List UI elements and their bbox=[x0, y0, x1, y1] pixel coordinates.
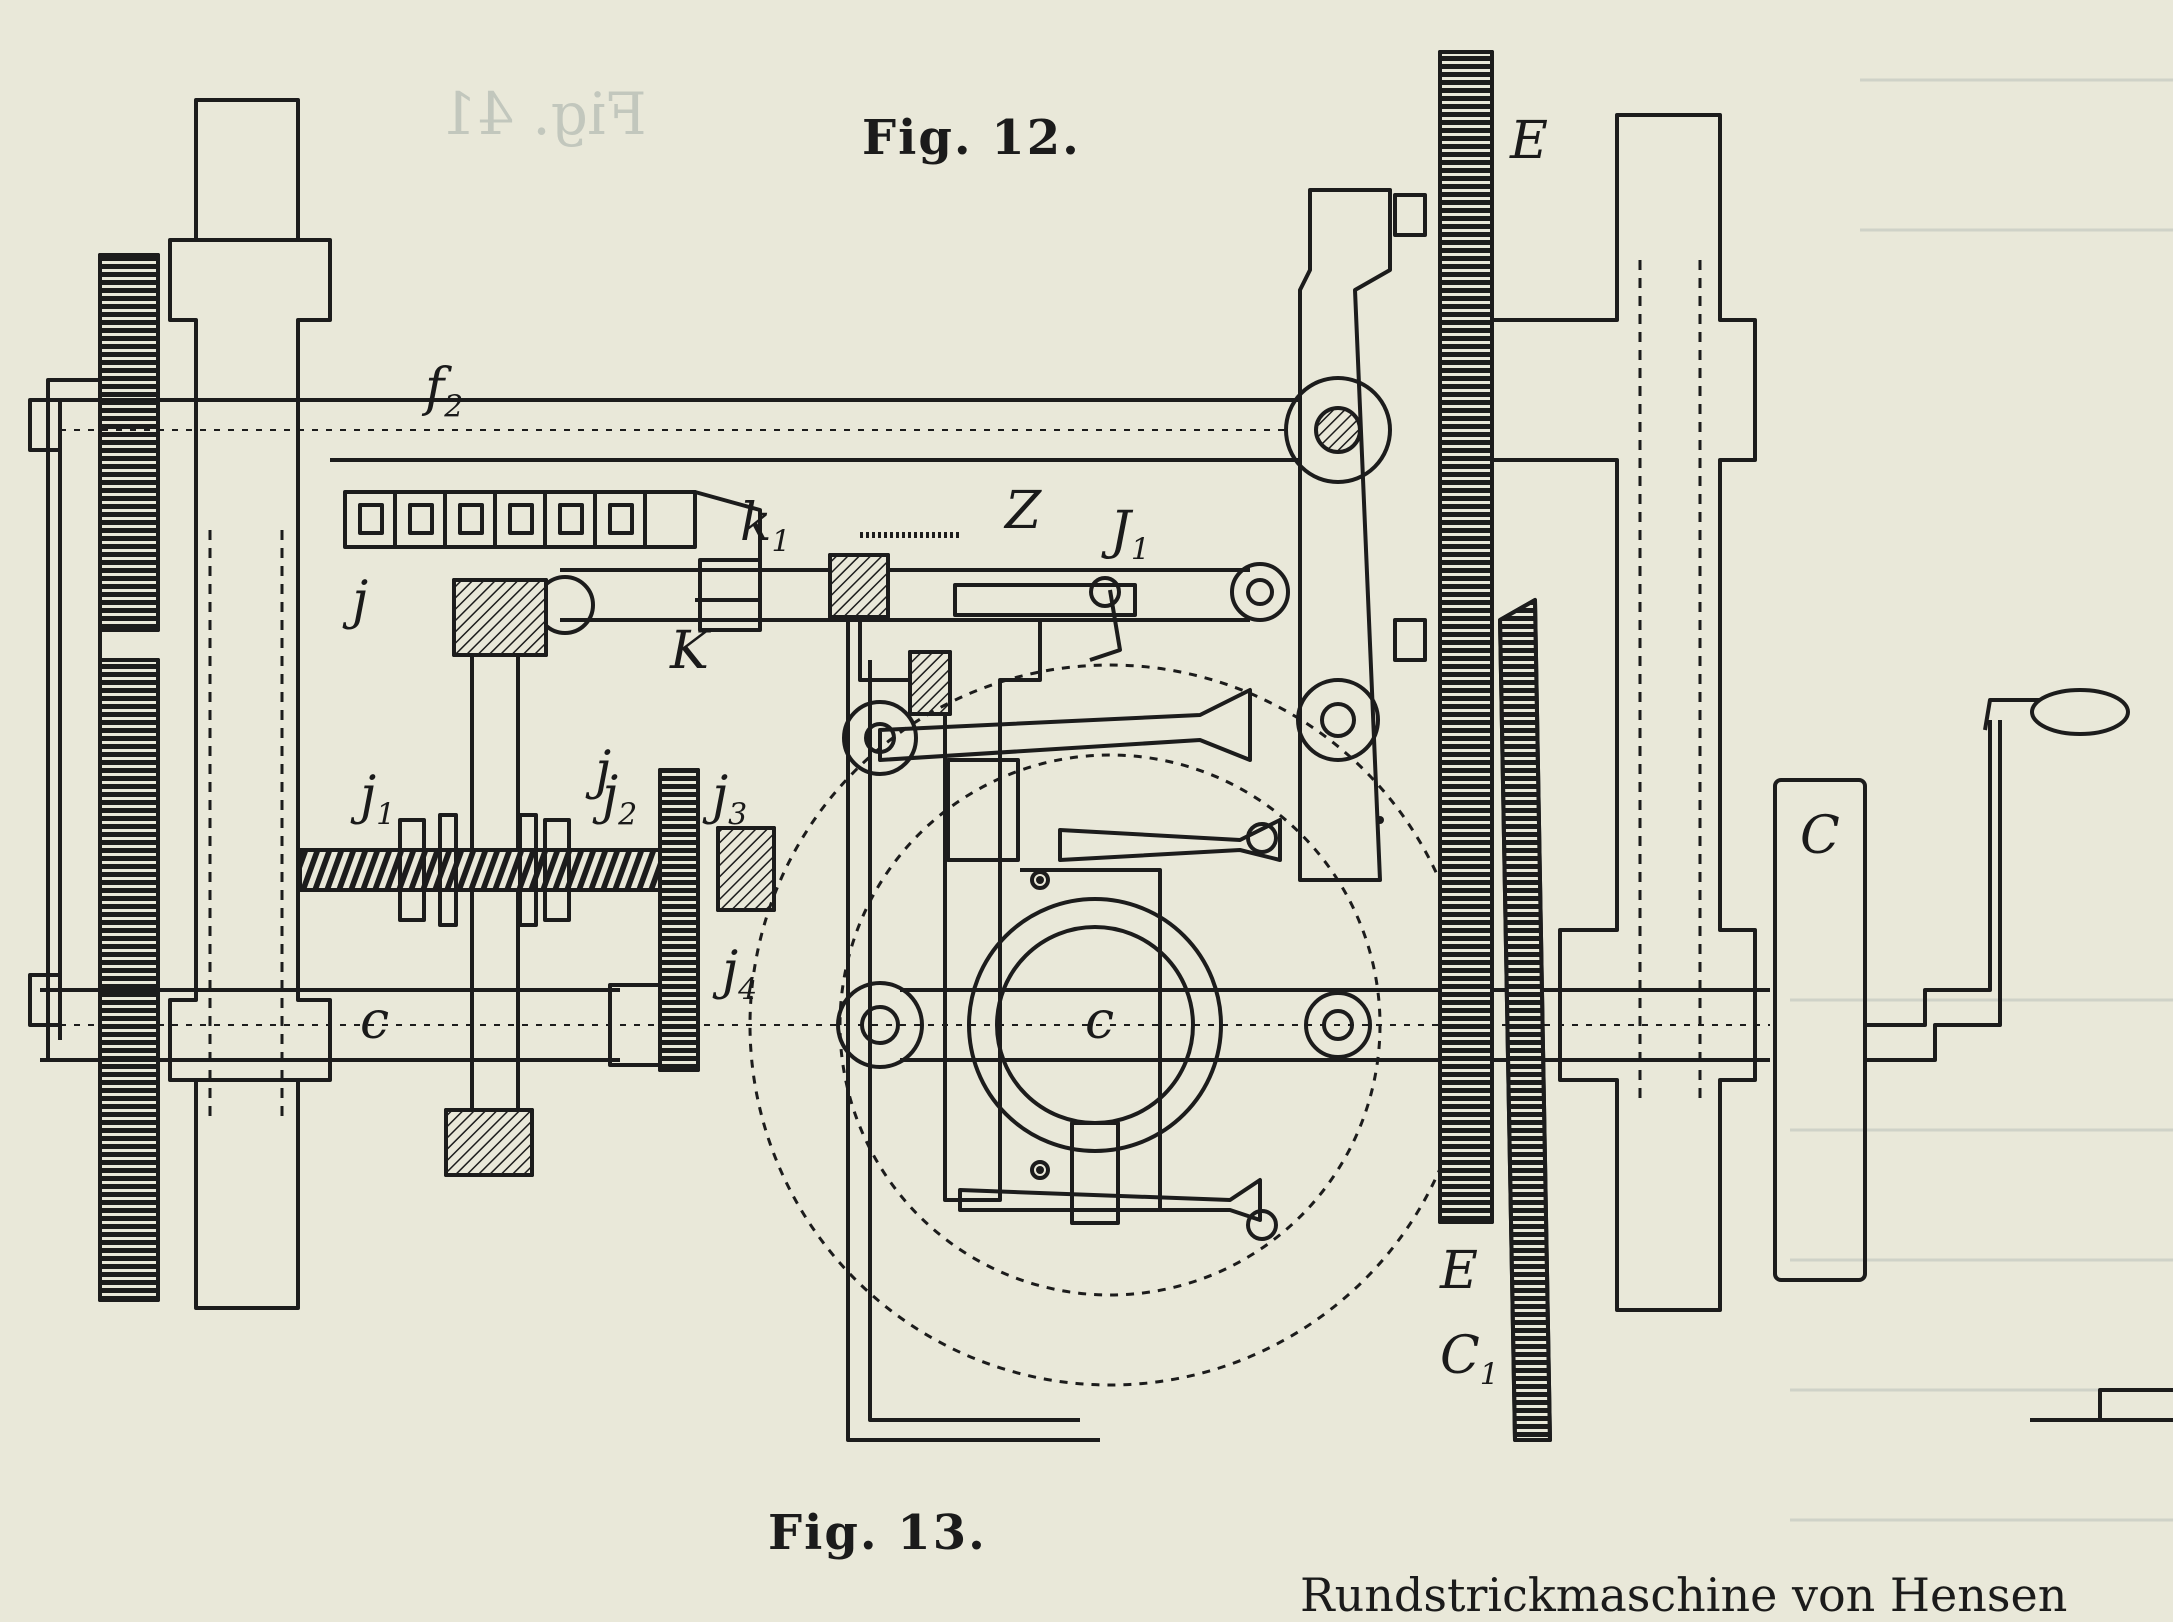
label-j-mid: j bbox=[595, 741, 612, 801]
label-Z: Z bbox=[1005, 481, 1042, 541]
label-C-crank: C bbox=[1800, 806, 1840, 866]
label-K: K bbox=[670, 621, 709, 681]
right-frame-stand bbox=[1490, 113, 1757, 1312]
label-j2: j2 bbox=[602, 766, 638, 833]
label-j3: j3 bbox=[712, 766, 748, 833]
lower-right-fragment bbox=[2030, 1388, 2173, 1422]
label-j4: j4 bbox=[722, 941, 758, 1008]
label-J1-upper: J1 bbox=[1110, 501, 1150, 568]
worm-shaft bbox=[298, 768, 776, 1072]
label-E-top: E bbox=[1510, 111, 1548, 171]
left-upper-gear bbox=[98, 253, 160, 632]
center-frame bbox=[836, 618, 1223, 1442]
label-C1: C1 bbox=[1440, 1326, 1499, 1393]
label-f2: f2 bbox=[425, 358, 464, 425]
label-E-bottom: E bbox=[1440, 1241, 1478, 1301]
shaft-f2 bbox=[40, 398, 1300, 462]
crank-assembly bbox=[1773, 688, 2130, 1282]
lever-Z-assembly bbox=[828, 532, 1252, 762]
left-frame-stand bbox=[168, 98, 332, 1310]
running-title: Rundstrickmaschine von Hensen bbox=[1300, 1568, 2068, 1622]
shaft-c bbox=[40, 988, 1770, 1062]
fig12-caption: Fig. 12. bbox=[862, 110, 1081, 166]
chain-of-cams bbox=[343, 490, 762, 632]
left-bearing-block bbox=[28, 378, 102, 1062]
right-lever-arm bbox=[958, 188, 1427, 1241]
label-j1: j1 bbox=[360, 766, 396, 833]
rod-K bbox=[535, 562, 1290, 635]
ratchet-bar-C1 bbox=[1498, 598, 1552, 1442]
label-j-left: j bbox=[352, 571, 369, 631]
bleed-through-lines bbox=[1790, 78, 2173, 1522]
label-c-left: c bbox=[360, 991, 390, 1051]
label-k1: k1 bbox=[740, 493, 791, 560]
gear-E bbox=[1438, 50, 1494, 1224]
left-lower-gear bbox=[98, 658, 160, 1302]
small-pins bbox=[1036, 816, 1384, 1174]
fig13-caption: Fig. 13. bbox=[768, 1505, 987, 1561]
label-c-center: c bbox=[1085, 991, 1115, 1051]
